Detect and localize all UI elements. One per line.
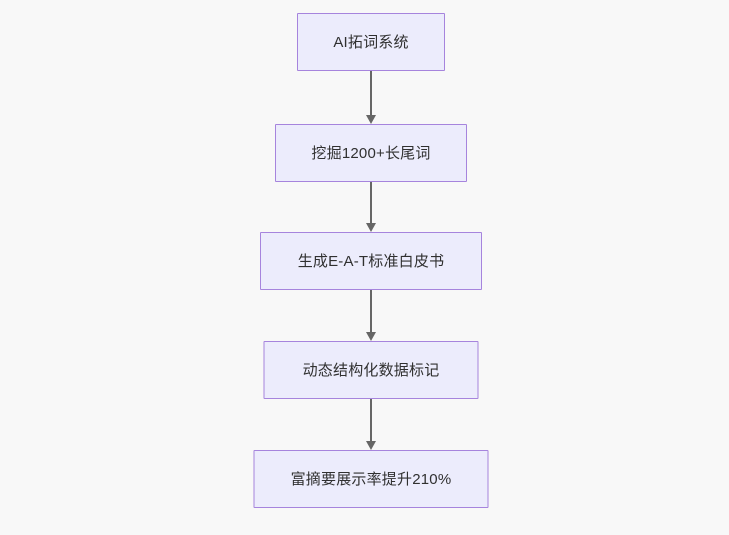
connector-line [370, 290, 372, 333]
connector-line [370, 182, 372, 224]
flow-node-label: 富摘要展示率提升210% [290, 470, 452, 488]
flow-node-label: AI拓词系统 [333, 33, 409, 51]
flow-node-generate-eat-whitepaper[interactable]: 生成E-A-T标准白皮书 [260, 232, 482, 290]
connector-line [370, 399, 372, 442]
flow-node-label: 动态结构化数据标记 [302, 361, 440, 379]
arrow-down-icon [366, 332, 376, 341]
connector-node2-to-node3 [365, 290, 377, 341]
flow-node-label: 生成E-A-T标准白皮书 [297, 252, 445, 270]
flow-node-dynamic-structured-data-markup[interactable]: 动态结构化数据标记 [263, 341, 479, 399]
arrow-down-icon [366, 441, 376, 450]
flow-node-mine-longtail-keywords[interactable]: 挖掘1200+长尾词 [275, 124, 467, 182]
flow-node-label: 挖掘1200+长尾词 [311, 144, 431, 162]
flow-node-rich-snippet-uplift[interactable]: 富摘要展示率提升210% [253, 450, 489, 508]
arrow-down-icon [366, 115, 376, 124]
arrow-down-icon [366, 223, 376, 232]
flow-node-ai-keyword-system[interactable]: AI拓词系统 [297, 13, 445, 71]
connector-node0-to-node1 [365, 71, 377, 124]
connector-node3-to-node4 [365, 399, 377, 450]
connector-line [370, 71, 372, 116]
connector-node1-to-node2 [365, 182, 377, 232]
